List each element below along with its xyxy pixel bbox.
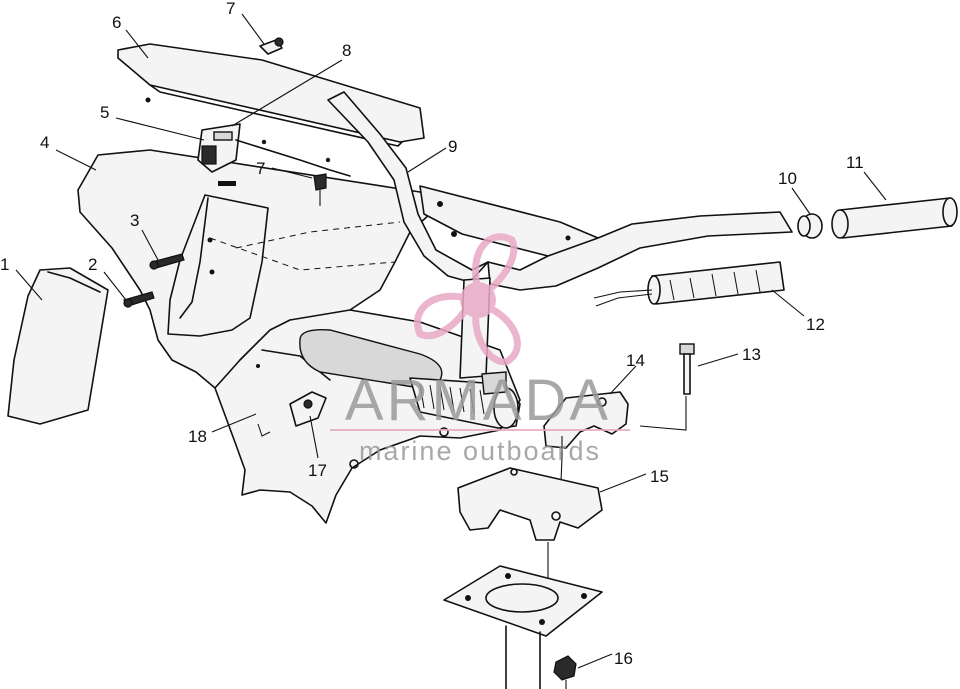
callout-13: 13 bbox=[742, 345, 761, 364]
part-8-harness-leader bbox=[235, 139, 351, 177]
callout-9: 9 bbox=[448, 137, 457, 156]
propeller-logo-icon bbox=[413, 233, 521, 366]
callout-10: 10 bbox=[778, 169, 797, 188]
callout-1: 1 bbox=[0, 255, 9, 274]
callout-4: 4 bbox=[40, 133, 49, 152]
part-10-bar-end bbox=[797, 213, 823, 239]
watermark-tagline: marine outboards bbox=[359, 436, 601, 466]
leader-lines bbox=[15, 13, 887, 669]
part-9-handlebar bbox=[327, 91, 793, 429]
part-16-nut bbox=[553, 655, 577, 689]
part-15-lower-clamp bbox=[457, 467, 603, 588]
callout-15: 15 bbox=[650, 467, 669, 486]
callout-3: 3 bbox=[130, 211, 139, 230]
callout-17: 17 bbox=[308, 461, 327, 480]
callout-7-middle: 7 bbox=[256, 159, 265, 178]
part-3-screw bbox=[149, 253, 185, 270]
callout-16: 16 bbox=[614, 649, 633, 668]
callout-14: 14 bbox=[626, 351, 645, 370]
steering-base-plate bbox=[443, 565, 603, 689]
part-1-hand-guard bbox=[7, 267, 109, 425]
part-17-bracket bbox=[257, 391, 327, 437]
part-2-screw bbox=[123, 291, 155, 308]
callout-11: 11 bbox=[846, 153, 864, 172]
part-7-bolt-top bbox=[259, 37, 284, 55]
part-12-grip-heater bbox=[593, 261, 785, 307]
callout-6: 6 bbox=[112, 13, 121, 32]
watermark: ARMADA marine outboards bbox=[330, 233, 630, 466]
callout-18: 18 bbox=[188, 427, 207, 446]
part-18-lower-cover bbox=[214, 309, 521, 524]
callout-8: 8 bbox=[342, 41, 351, 60]
watermark-brand: ARMADA bbox=[345, 368, 611, 433]
part-13-clamp-bolt bbox=[639, 343, 695, 431]
callout-numbers: 1 2 3 4 5 6 7 7 8 9 10 11 12 13 14 15 16… bbox=[0, 0, 864, 668]
callout-5: 5 bbox=[100, 103, 109, 122]
callout-7-top: 7 bbox=[226, 0, 235, 18]
part-4-handlebar-cover bbox=[77, 139, 441, 389]
part-11-grip bbox=[831, 197, 958, 239]
callout-2: 2 bbox=[88, 255, 97, 274]
callout-12: 12 bbox=[806, 315, 825, 334]
part-7-bolt-middle bbox=[313, 173, 327, 206]
